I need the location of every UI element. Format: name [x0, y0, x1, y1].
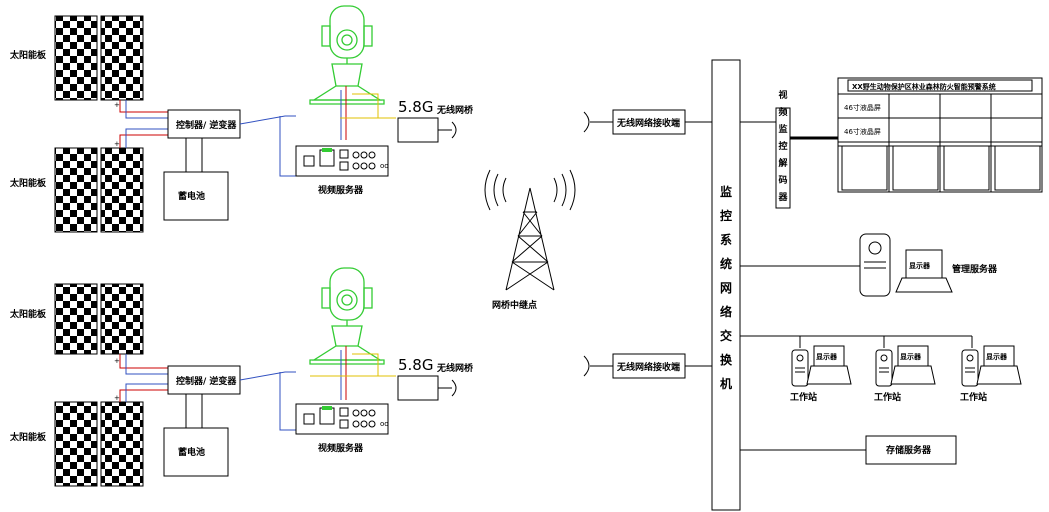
solar-panel [100, 401, 144, 487]
receiver-label: 无线网络接收端 [616, 117, 680, 129]
solar-panel-label: 太阳能板 [9, 308, 47, 320]
solar-panel-label: 太阳能板 [9, 431, 47, 443]
wireless-bridge-label: 无线网桥 [436, 362, 474, 374]
battery [163, 427, 229, 477]
wireless-bridge [397, 375, 439, 401]
monitor-label: 显示器 [816, 352, 838, 361]
receiver-label: 无线网络接收端 [616, 361, 680, 373]
decoder-label-char: 视 [778, 89, 787, 101]
decoder-label-char: 解 [778, 157, 787, 169]
switch-label-char: 换 [720, 352, 733, 367]
svg-text:+: + [114, 357, 120, 365]
svg-text:+: + [114, 101, 120, 109]
antenna-icon [451, 121, 457, 139]
switch-label-char: 络 [720, 304, 732, 319]
solar-panel-label: 太阳能板 [9, 177, 47, 189]
solar-panel [54, 401, 98, 487]
solar-panel [54, 15, 98, 101]
solar-panel [100, 283, 144, 355]
controller-inverter [167, 365, 241, 395]
switch-label-char: 网 [720, 281, 732, 295]
decoder-label-char: 码 [778, 175, 787, 186]
site-2: 太阳能板 太阳能板 + + 控制器/ 逆变器 蓄电池 [9, 267, 474, 487]
controller-label: 控制器/ 逆变器 [176, 375, 237, 387]
relay-tower [484, 169, 576, 291]
solar-panel [100, 15, 144, 101]
video-wall: XX野生动物保护区林业森林防火智能预警系统 46寸液晶屏 46寸液晶屏 [837, 77, 1043, 193]
svg-text:oo: oo [380, 162, 389, 170]
svg-text:+: + [114, 394, 120, 402]
solar-panel-label: 太阳能板 [9, 49, 47, 61]
video-server-label: 视频服务器 [318, 442, 364, 454]
receiver-1: 无线网络接收端 [583, 109, 712, 135]
video-server: oo [295, 403, 389, 435]
video-server-label: 视频服务器 [318, 184, 364, 196]
wireless-bridge-label: 无线网桥 [436, 104, 474, 116]
decoder-label-char: 监 [778, 123, 787, 135]
decoder-label-char: 控 [778, 140, 787, 152]
wireless-bridge [397, 117, 439, 143]
switch-label-char: 系 [720, 232, 732, 247]
antenna-icon [451, 379, 457, 397]
battery-label: 蓄电池 [178, 446, 205, 458]
monitor-label: 显示器 [986, 352, 1008, 361]
management-server: 显示器 [859, 233, 953, 297]
workstation-label: 工作站 [874, 391, 901, 403]
switch-label-char: 机 [720, 376, 732, 391]
video-decoder [775, 107, 791, 209]
wireless-band: 5.8G [398, 356, 433, 374]
controller-inverter [167, 109, 241, 139]
switch-label-char: 交 [720, 328, 732, 343]
video-server: oo [295, 145, 389, 177]
wall-tag: 46寸液晶屏 [844, 103, 881, 112]
monitor-label: 显示器 [909, 261, 931, 270]
battery-label: 蓄电池 [178, 190, 205, 202]
mgmt-server-label: 管理服务器 [952, 263, 998, 275]
workstation-label: 工作站 [790, 391, 817, 403]
wall-title: XX野生动物保护区林业森林防火智能预警系统 [852, 82, 996, 91]
decoder-label-char: 器 [777, 192, 788, 203]
storage-server-label: 存储服务器 [886, 444, 932, 456]
receiver-2: 无线网络接收端 [583, 353, 712, 379]
network-switch [711, 59, 741, 511]
solar-panel [100, 147, 144, 233]
solar-panel [54, 147, 98, 233]
svg-text:oo: oo [380, 420, 389, 428]
antenna-icon [583, 111, 590, 133]
battery [163, 171, 229, 221]
wall-tag: 46寸液晶屏 [844, 127, 881, 136]
site-1: 太阳能板 太阳能板 + + 控制器/ 逆变器 蓄电池 [9, 5, 474, 233]
relay-label: 网桥中继点 [492, 299, 537, 311]
wireless-band: 5.8G [398, 98, 433, 116]
solar-panel [54, 283, 98, 355]
workstation-label: 工作站 [960, 391, 987, 403]
ptz-camera [309, 5, 385, 105]
svg-text:+: + [114, 140, 120, 148]
monitor-label: 显示器 [900, 352, 922, 361]
switch-label-char: 统 [720, 256, 732, 271]
ptz-camera [309, 267, 385, 365]
storage-server [865, 435, 957, 465]
antenna-icon [583, 355, 590, 377]
switch-label-char: 监 [720, 184, 732, 199]
switch-label-char: 控 [720, 208, 732, 223]
decoder-label-char: 频 [778, 106, 787, 118]
controller-label: 控制器/ 逆变器 [176, 119, 237, 131]
